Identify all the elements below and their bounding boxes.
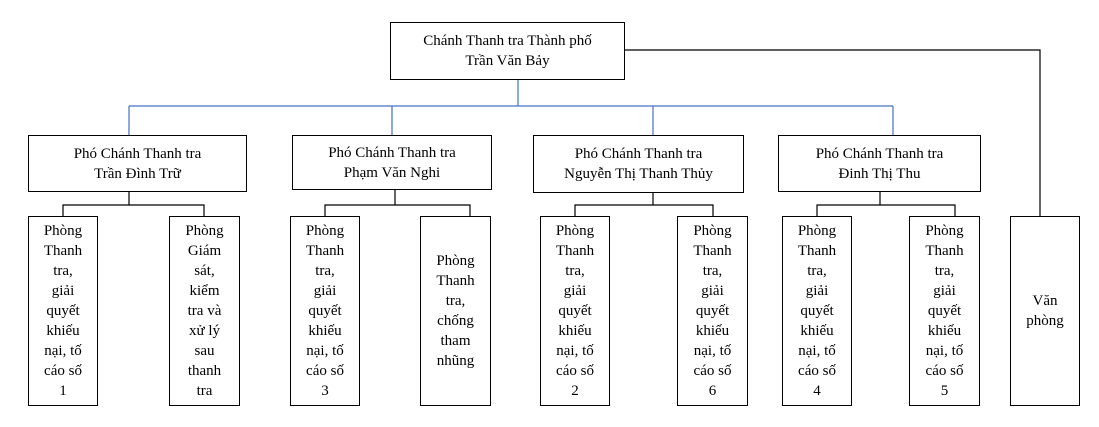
deputy-name: Đinh Thị Thu [838, 165, 921, 182]
deputy-title: Phó Chánh Thanh tra [328, 144, 456, 161]
unit-label: Phòng Thanh tra, chống tham nhũng [436, 253, 475, 369]
deputy-name: Phạm Văn Nghi [343, 164, 441, 181]
connector-chief-office [625, 49, 1041, 216]
unit-label: Phòng Thanh tra, giải quyết khiếu nại, t… [925, 223, 964, 399]
deputy-title: Phó Chánh Thanh tra [815, 145, 944, 162]
unit-box-2: Phòng Giám sát, kiểm tra và xử lý sau th… [169, 216, 240, 406]
unit-box-4: Phòng Thanh tra, chống tham nhũng [420, 216, 491, 406]
deputy-name: Nguyễn Thị Thanh Thủy [564, 166, 713, 182]
unit-box-3: Phòng Thanh tra, giải quyết khiếu nại, t… [290, 216, 360, 406]
unit-label: Phòng Thanh tra, giải quyết khiếu nại, t… [305, 223, 345, 399]
deputy-title: Phó Chánh Thanh tra [73, 145, 202, 162]
unit-box-5: Phòng Thanh tra, giải quyết khiếu nại, t… [540, 216, 610, 406]
unit-label: Phòng Thanh tra, giải quyết khiếu nại, t… [43, 223, 83, 399]
chief-box: Chánh Thanh tra Thành phố Trần Văn Bảy [390, 22, 625, 80]
unit-label: Phòng Giám sát, kiểm tra và xử lý sau th… [185, 223, 224, 399]
unit-label: Phòng Thanh tra, giải quyết khiếu nại, t… [693, 223, 732, 399]
unit-box-1: Phòng Thanh tra, giải quyết khiếu nại, t… [28, 216, 98, 406]
deputy-title: Phó Chánh Thanh tra [574, 146, 703, 162]
unit-box-7: Phòng Thanh tra, giải quyết khiếu nại, t… [782, 216, 852, 406]
unit-box-8: Phòng Thanh tra, giải quyết khiếu nại, t… [909, 216, 980, 406]
office-box: Văn phòng [1010, 216, 1080, 406]
chief-name: Trần Văn Bảy [465, 53, 550, 69]
deputy-name: Trần Đình Trữ [94, 165, 181, 182]
chief-title: Chánh Thanh tra Thành phố [423, 33, 592, 49]
unit-label: Phòng Thanh tra, giải quyết khiếu nại, t… [797, 223, 837, 399]
unit-box-6: Phòng Thanh tra, giải quyết khiếu nại, t… [677, 216, 748, 406]
unit-label: Phòng Thanh tra, giải quyết khiếu nại, t… [555, 223, 595, 399]
deputy-box-2: Phó Chánh Thanh tra Phạm Văn Nghi [292, 135, 492, 190]
deputy-box-4: Phó Chánh Thanh tra Đinh Thị Thu [778, 135, 981, 192]
deputy-box-3: Phó Chánh Thanh tra Nguyễn Thị Thanh Thủ… [533, 135, 744, 193]
office-label: Văn phòng [1026, 293, 1064, 329]
deputy-box-1: Phó Chánh Thanh tra Trần Đình Trữ [28, 135, 247, 192]
